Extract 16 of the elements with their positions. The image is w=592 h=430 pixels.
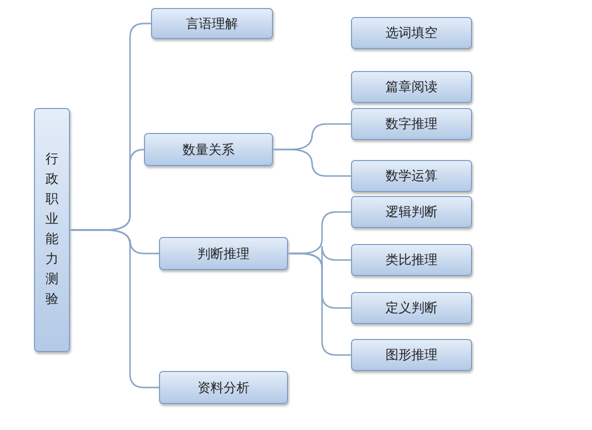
topic-box: 篇章阅读	[351, 71, 472, 103]
topic-box: 判断推理	[159, 237, 288, 270]
topic-box: 数量关系	[144, 133, 273, 166]
connector-line	[288, 252, 351, 356]
topic-box: 类比推理	[351, 244, 472, 276]
topic-box: 选词填空	[351, 17, 472, 49]
topic-box: 定义判断	[351, 292, 472, 324]
root-box: 行政职业能力测验	[34, 108, 70, 352]
topic-box: 资料分析	[159, 371, 288, 404]
connector-line	[273, 148, 351, 177]
topic-box: 数字推理	[351, 108, 472, 140]
topic-box: 数学运算	[351, 160, 472, 192]
connector-line	[70, 229, 159, 388]
topic-box: 图形推理	[351, 339, 472, 371]
topic-box: 逻辑判断	[351, 196, 472, 228]
topic-box: 言语理解	[151, 8, 273, 39]
